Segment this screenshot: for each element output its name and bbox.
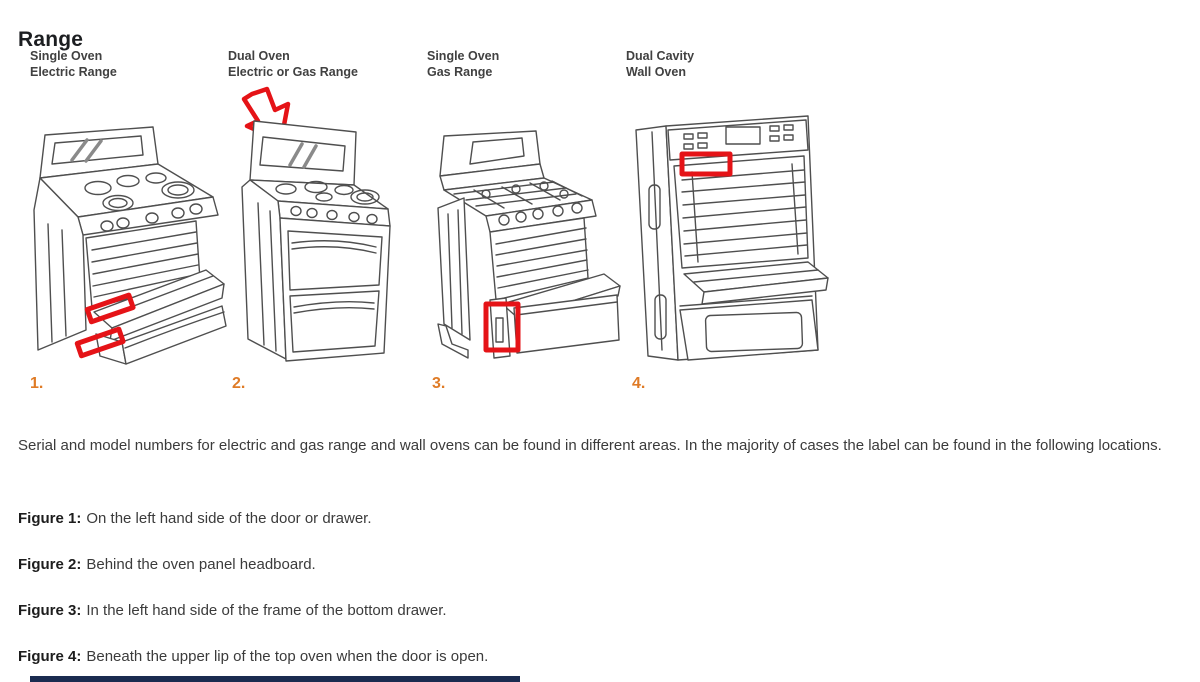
control-panel — [485, 199, 597, 233]
figure4-number: 4. — [632, 375, 646, 392]
body-side — [437, 197, 471, 341]
drawer-frame — [489, 297, 511, 359]
body-side — [33, 177, 87, 351]
figure3-label: Single Oven Gas Range — [427, 48, 499, 80]
figure2-number: 2. — [232, 375, 246, 392]
single-oven-gas-range-illustration — [437, 130, 621, 359]
figure1-label-line2: Electric Range — [30, 65, 117, 79]
serial-location-marker — [483, 301, 521, 353]
figure4-label: Dual Cavity Wall Oven — [626, 48, 694, 80]
figure1-label-line1: Single Oven — [30, 49, 103, 63]
figure1-label: Single Oven Electric Range — [30, 48, 117, 80]
figure1-number: 1. — [30, 375, 44, 392]
figure2-label: Dual Oven Electric or Gas Range — [228, 48, 358, 80]
figure3-label-line1: Single Oven — [427, 49, 500, 63]
lower-oven-door — [289, 290, 380, 353]
figure4-caption: Figure 4:Beneath the upper lip of the to… — [18, 648, 488, 665]
serial-location-marker — [74, 326, 126, 359]
figure1-caption-text: On the left hand side of the door or dra… — [86, 510, 372, 527]
figure3-number: 3. — [432, 375, 446, 392]
dual-oven-electric-or-gas-range-illustration — [241, 86, 391, 362]
figure4-caption-label: Figure 4: — [18, 648, 82, 665]
lower-oven-door — [679, 299, 819, 361]
figure3-caption: Figure 3:In the left hand side of the fr… — [18, 602, 447, 619]
intro-paragraph: Serial and model numbers for electric an… — [18, 437, 1162, 454]
figure4-label-line2: Wall Oven — [626, 65, 686, 79]
figure4-caption-text: Beneath the upper lip of the top oven wh… — [86, 648, 489, 665]
figure2-caption: Figure 2:Behind the oven panel headboard… — [18, 556, 316, 573]
figure1-caption: Figure 1:On the left hand side of the do… — [18, 510, 372, 527]
footer-bar-partial — [30, 676, 520, 682]
figure4-label-line1: Dual Cavity — [626, 49, 695, 63]
figure2-label-line2: Electric or Gas Range — [228, 65, 358, 79]
control-panel — [667, 119, 809, 161]
serial-location-marker — [84, 292, 136, 325]
upper-oven-door — [287, 230, 383, 291]
figure3-caption-text: In the left hand side of the frame of th… — [86, 602, 447, 619]
base-foot — [437, 323, 469, 359]
single-oven-electric-range-illustration — [33, 126, 227, 365]
page-title: Range — [18, 28, 84, 52]
figure2-caption-text: Behind the oven panel headboard. — [86, 556, 316, 573]
figure2-label-line1: Dual Oven — [228, 49, 290, 63]
figure3-label-line2: Gas Range — [427, 65, 493, 79]
figure2-caption-label: Figure 2: — [18, 556, 82, 573]
serial-location-marker — [679, 151, 733, 177]
figure1-caption-label: Figure 1: — [18, 510, 82, 527]
dual-cavity-wall-oven-illustration — [635, 115, 829, 361]
figure3-caption-label: Figure 3: — [18, 602, 82, 619]
